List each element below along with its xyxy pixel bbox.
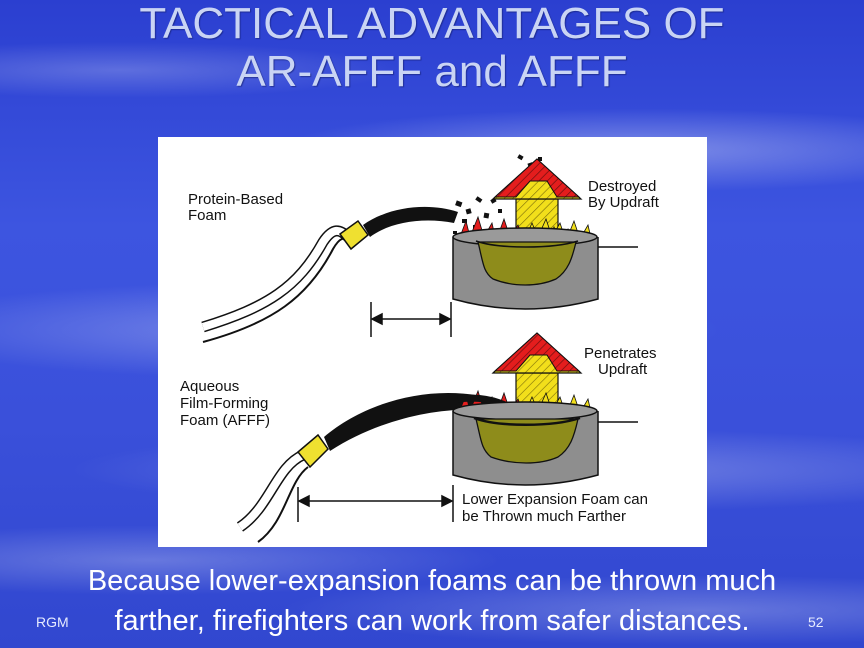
bottom-scene bbox=[236, 332, 638, 543]
foam-diagram: Protein-Based Foam Destroyed By Updraft … bbox=[158, 137, 707, 547]
top-nozzle-icon bbox=[338, 206, 458, 251]
bottom-distance-marker bbox=[297, 485, 454, 522]
top-tank bbox=[452, 227, 638, 310]
top-scene bbox=[201, 154, 638, 343]
bottom-foam-label-line-1: Aqueous bbox=[180, 378, 240, 395]
bottom-foam-label-line-3: Foam (AFFF) bbox=[180, 412, 270, 429]
bottom-result-label-line-2: Updraft bbox=[598, 361, 648, 378]
title-line-1: TACTICAL ADVANTAGES OF bbox=[139, 0, 725, 48]
caption-line-1: Because lower-expansion foams can be thr… bbox=[87, 565, 777, 597]
distance-note-line-2: be Thrown much Farther bbox=[462, 508, 626, 525]
slide-title: TACTICAL ADVANTAGES OF AR-AFFF and AFFF bbox=[0, 0, 864, 96]
top-foam-label-line-1: Protein-Based bbox=[188, 191, 284, 208]
caption-line-2: farther, firefighters can work from safe… bbox=[114, 605, 750, 637]
bottom-result-label-line-1: Penetrates bbox=[584, 345, 657, 362]
distance-note-line-1: Lower Expansion Foam can bbox=[462, 491, 648, 508]
foam-diagram-drawing bbox=[201, 154, 638, 543]
top-result-label-line-1: Destroyed bbox=[588, 178, 657, 195]
top-foam-label-line-2: Foam bbox=[188, 207, 227, 224]
bottom-tank bbox=[452, 401, 638, 486]
page-number: 52 bbox=[808, 614, 824, 630]
bottom-foam-label-line-2: Film-Forming bbox=[180, 395, 269, 412]
footer-author: RGM bbox=[36, 614, 69, 630]
top-result-label-line-2: By Updraft bbox=[588, 194, 659, 211]
title-line-2: AR-AFFF and AFFF bbox=[236, 47, 628, 96]
bottom-hose bbox=[236, 449, 309, 543]
top-hose bbox=[201, 225, 352, 343]
top-distance-marker bbox=[370, 302, 452, 337]
